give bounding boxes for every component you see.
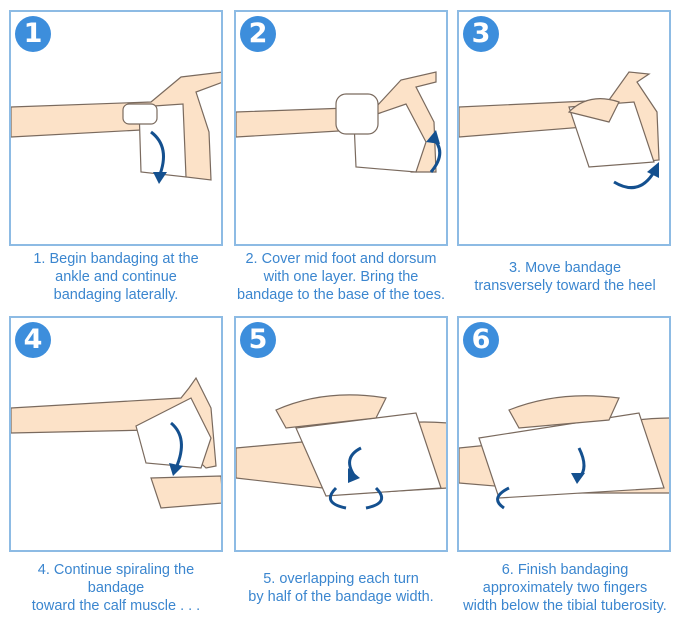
caption-line: 3. Move bandage xyxy=(508,260,622,276)
step-number-badge: 6 xyxy=(463,322,499,358)
step-1-panel: 1 xyxy=(9,10,223,246)
caption-line: approximately two fingers xyxy=(482,580,648,596)
step-1-caption: 1. Begin bandaging at the ankle and cont… xyxy=(0,250,232,304)
step-4-caption: 4. Continue spiraling the bandage toward… xyxy=(0,561,232,615)
arrow-icon xyxy=(647,162,659,178)
caption-line: bandage xyxy=(87,580,145,596)
arrow-icon xyxy=(169,463,183,476)
step-6-caption: 6. Finish bandaging approximately two fi… xyxy=(449,561,681,615)
arrow-icon xyxy=(153,172,167,184)
caption-line: 4. Continue spiraling the xyxy=(37,562,195,578)
step-2-panel: 2 xyxy=(234,10,448,246)
step-4-illustration xyxy=(11,376,221,509)
step-number-badge: 2 xyxy=(240,16,276,52)
step-2-illustration xyxy=(236,71,442,173)
caption-line: 6. Finish bandaging xyxy=(501,562,629,578)
step-3-panel: 3 xyxy=(457,10,671,246)
arrow-icon xyxy=(426,130,440,144)
caption-line: bandage to the base of the toes. xyxy=(237,287,445,303)
step-number-badge: 4 xyxy=(15,322,51,358)
step-1-illustration xyxy=(11,71,221,184)
step-number-badge: 1 xyxy=(15,16,51,52)
step-number-badge: 3 xyxy=(463,16,499,52)
step-2-caption: 2. Cover mid foot and dorsum with one la… xyxy=(225,250,457,304)
step-5-panel: 5 xyxy=(234,316,448,552)
caption-line: by half of the bandage width. xyxy=(248,589,434,605)
step-5-caption: 5. overlapping each turn by half of the … xyxy=(225,570,457,606)
caption-line: toward the calf muscle . . . xyxy=(31,598,201,614)
arrow-icon xyxy=(348,468,360,483)
arrow-icon xyxy=(571,473,585,484)
step-6-panel: 6 xyxy=(457,316,671,552)
step-3-illustration xyxy=(459,71,660,190)
step-5-illustration xyxy=(236,394,446,510)
caption-line: transversely toward the heel xyxy=(474,278,656,294)
step-number-badge: 5 xyxy=(240,322,276,358)
step-4-panel: 4 xyxy=(9,316,223,552)
caption-line: 1. Begin bandaging at the xyxy=(33,251,199,267)
caption-line: 5. overlapping each turn xyxy=(263,571,419,587)
caption-line: with one layer. Bring the xyxy=(263,269,419,285)
caption-line: ankle and continue xyxy=(55,269,177,285)
caption-line: bandaging laterally. xyxy=(53,287,179,303)
caption-line: 2. Cover mid foot and dorsum xyxy=(245,251,437,267)
step-3-caption: 3. Move bandage transversely toward the … xyxy=(449,259,681,295)
step-6-illustration xyxy=(459,395,669,510)
caption-line: width below the tibial tuberosity. xyxy=(463,598,667,614)
